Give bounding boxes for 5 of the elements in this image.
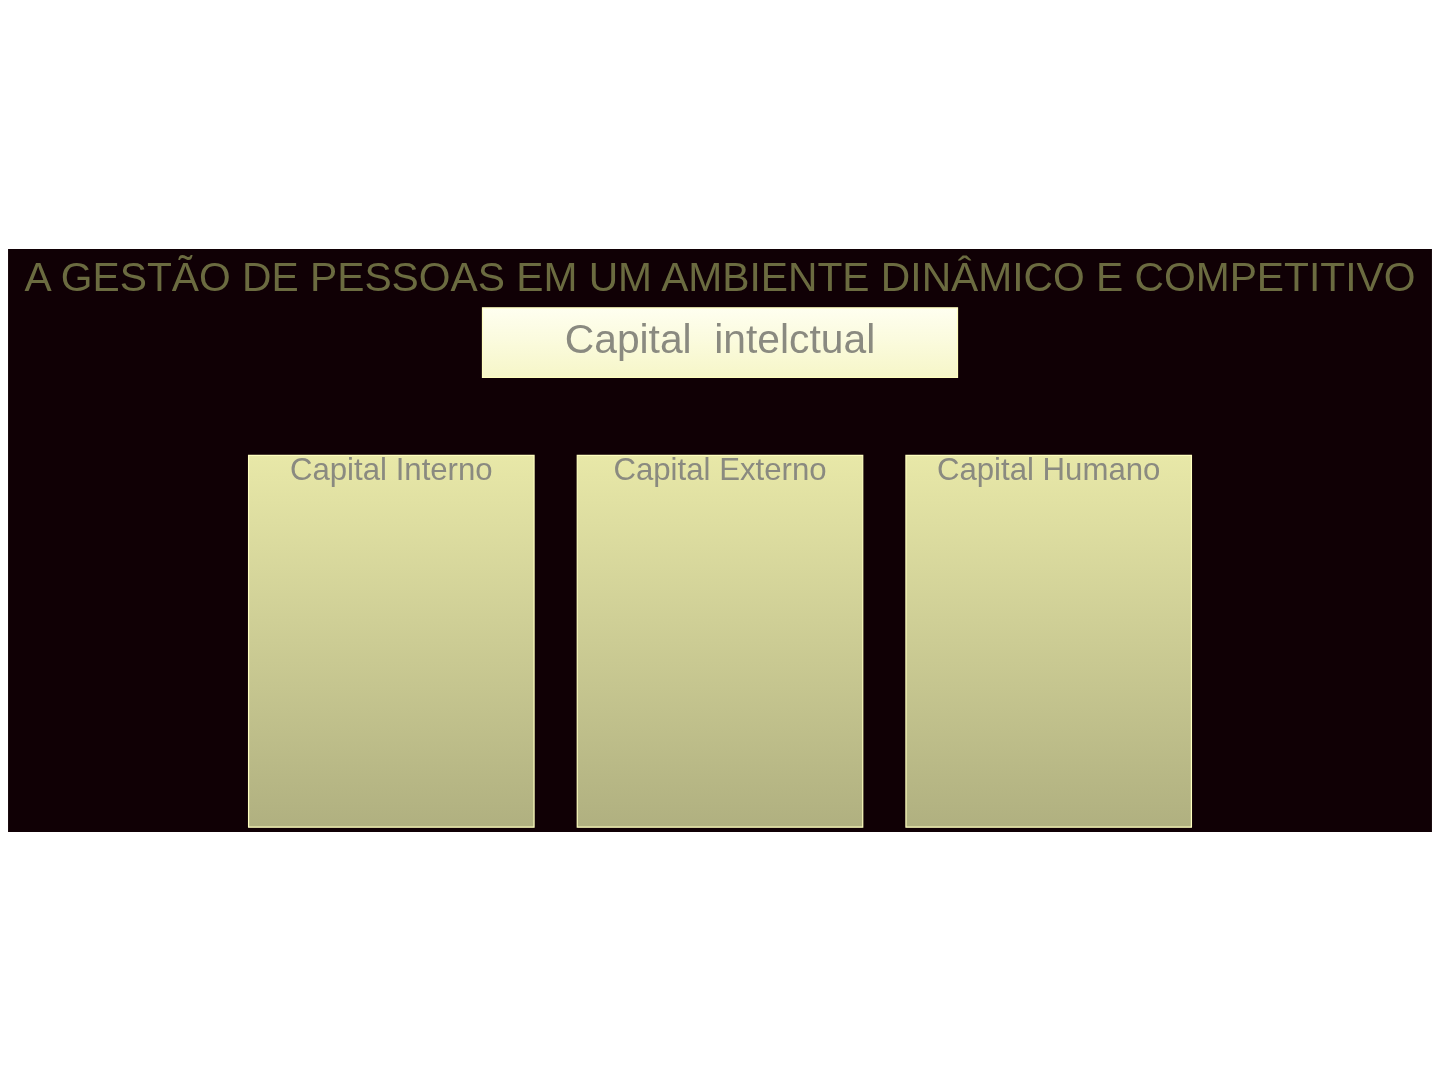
- node-box: Capital Externo: [576, 454, 864, 828]
- diagram-title: A GESTÃO DE PESSOAS EM UM AMBIENTE DINÂMICO E COMPETITIVO: [24, 253, 1416, 300]
- node-box: Capital Interno: [247, 454, 535, 828]
- node-box: Capital Humano: [905, 454, 1193, 828]
- node-box: Capital intelctual: [481, 306, 959, 378]
